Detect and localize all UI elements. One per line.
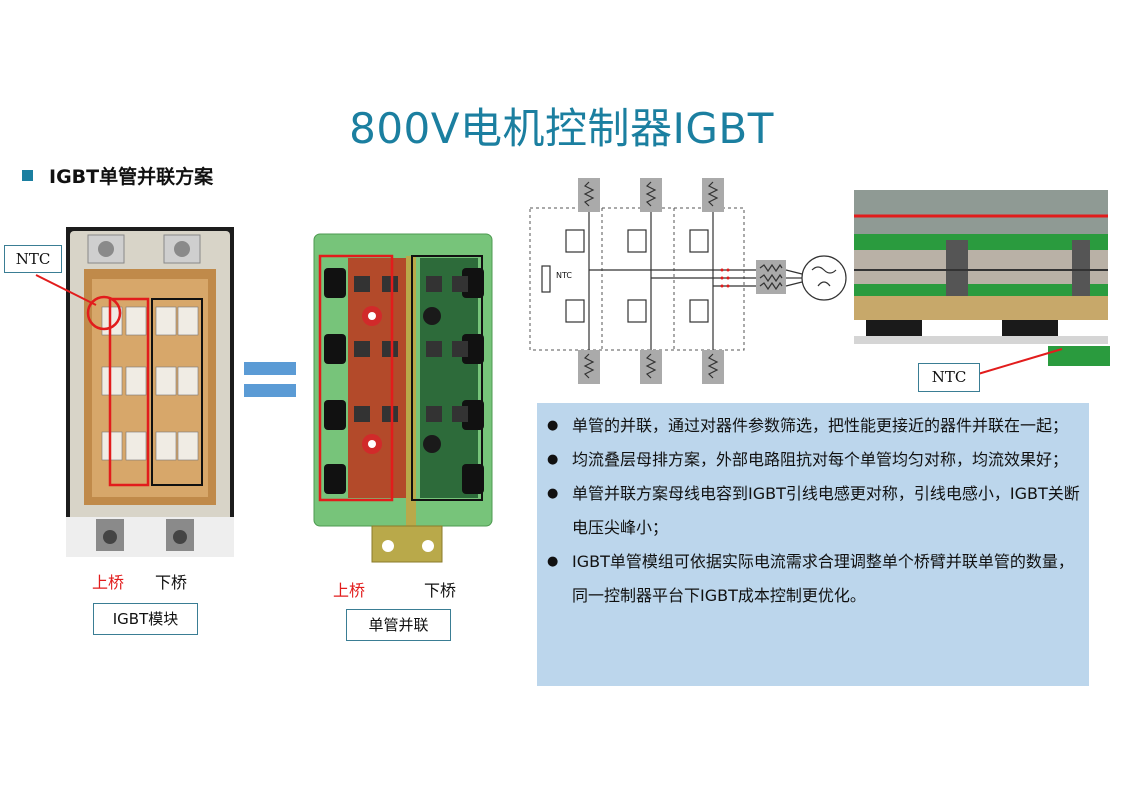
advantage-item-2: 均流叠层母排方案，外部电路阻抗对每个单管均匀对称，均流效果好； xyxy=(547,443,1081,477)
advantage-item-4: IGBT单管模组可依据实际电流需求合理调整单个桥臂并联单管的数量，同一控制器平台… xyxy=(547,545,1081,613)
igbt-module-photo xyxy=(66,227,234,557)
circuit-ntc-text: NTC xyxy=(556,271,572,280)
inverter-circuit-schematic: NTC xyxy=(529,178,847,384)
ntc-label-right: NTC xyxy=(918,363,980,392)
page-title: 800V电机控制器IGBT xyxy=(349,104,774,153)
lower-bridge-label-module: 下桥 xyxy=(155,573,188,592)
section-heading: IGBT单管并联方案 xyxy=(22,162,213,189)
advantage-item-3: 单管并联方案母线电容到IGBT引线电感更对称，引线电感小，IGBT关断电压尖峰小… xyxy=(547,477,1081,545)
ntc-label-left: NTC xyxy=(4,245,62,273)
upper-bridge-label-module: 上桥 xyxy=(92,573,125,592)
advantages-panel: 单管的并联，通过对器件参数筛选，把性能更接近的器件并联在一起； 均流叠层母排方案… xyxy=(537,403,1089,686)
cross-section-render xyxy=(852,190,1110,366)
square-bullet-icon xyxy=(22,170,33,181)
upper-bridge-label-parallel: 上桥 xyxy=(333,581,366,600)
lower-bridge-label-parallel: 下桥 xyxy=(424,581,457,600)
equals-sign-icon xyxy=(244,362,296,397)
module-caption: IGBT模块 xyxy=(93,603,198,635)
advantages-list: 单管的并联，通过对器件参数筛选，把性能更接近的器件并联在一起； 均流叠层母排方案… xyxy=(537,403,1089,613)
parallel-caption: 单管并联 xyxy=(346,609,451,641)
section-heading-text: IGBT单管并联方案 xyxy=(49,166,214,188)
advantage-item-1: 单管的并联，通过对器件参数筛选，把性能更接近的器件并联在一起； xyxy=(547,409,1081,443)
single-tube-board-image xyxy=(302,216,502,570)
